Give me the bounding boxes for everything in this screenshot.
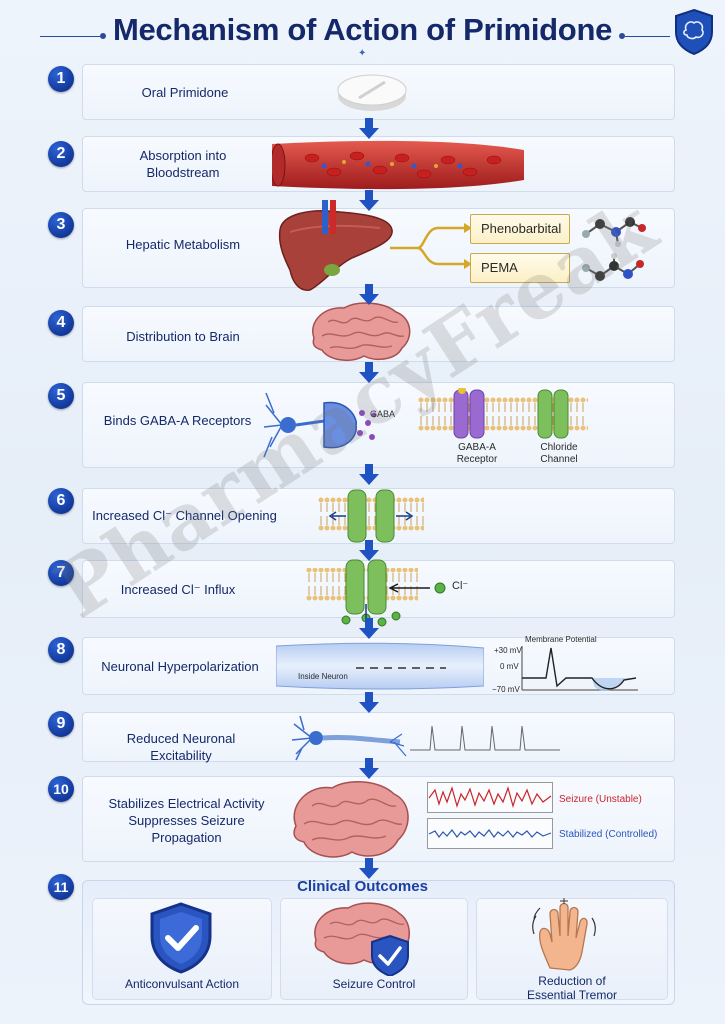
outcome-anticonvulsant-label: Anticonvulsant Action xyxy=(124,977,240,991)
step-5-label: Binds GABA-A Receptors xyxy=(103,413,252,428)
flow-arrow-2 xyxy=(359,190,379,211)
step-3-badge: 3 xyxy=(48,212,74,238)
metabolite-pema: PEMA xyxy=(470,253,570,283)
potential-tick-minus70: −70 mV xyxy=(492,685,520,694)
title-rule-right xyxy=(625,36,670,37)
brain-icon xyxy=(312,302,411,362)
step-7-badge: 7 xyxy=(48,560,74,586)
hyperpolarized-neuron-icon xyxy=(276,642,484,690)
neuron-synapse-icon xyxy=(263,392,377,458)
step-6-badge: 6 xyxy=(48,488,74,514)
flow-arrow-7 xyxy=(359,618,379,639)
potential-tick-zero: 0 mV xyxy=(500,662,519,671)
step-10-badge: 10 xyxy=(48,776,74,802)
liver-icon xyxy=(278,200,393,291)
page-title: Mechanism of Action of Primidone xyxy=(112,12,613,47)
gaba-a-receptor-label: GABA-A Receptor xyxy=(456,442,498,465)
clinical-outcomes-title: Clinical Outcomes xyxy=(297,878,428,895)
metabolism-arrows xyxy=(390,223,472,269)
step-9-label: Reduced Neuronal Excitability xyxy=(126,731,236,763)
membrane-receptor-icon xyxy=(418,388,588,440)
flow-arrow-5 xyxy=(359,464,379,485)
step-10-label: Stabilizes Electrical Activity Suppresse… xyxy=(108,796,265,845)
seizure-unstable-label: Seizure (Unstable) xyxy=(559,794,642,805)
flow-arrow-8 xyxy=(359,692,379,713)
title-rule-left xyxy=(40,36,100,37)
outcome-tremor-label: Reduction of Essential Tremor xyxy=(526,974,618,1002)
chloride-channel-label: Chloride Channel xyxy=(540,442,578,465)
flow-arrow-1 xyxy=(359,118,379,139)
inside-neuron-label: Inside Neuron xyxy=(298,672,348,681)
step-8-badge: 8 xyxy=(48,637,74,663)
chloride-influx-icon xyxy=(306,559,446,627)
step-9-badge: 9 xyxy=(48,711,74,737)
step-1-label: Oral Primidone xyxy=(141,85,229,100)
step-8-label: Neuronal Hyperpolarization xyxy=(101,659,259,674)
metabolite-phenobarbital: Phenobarbital xyxy=(470,214,570,244)
seizure-traces-plot xyxy=(427,782,553,849)
stabilized-controlled-label: Stabilized (Controlled) xyxy=(559,829,658,840)
brain-shield-icon xyxy=(314,902,410,976)
outcome-seizure-control-label: Seizure Control xyxy=(332,977,416,991)
blood-vessel-icon xyxy=(272,140,524,190)
flow-arrow-6 xyxy=(359,540,379,561)
step-3-label: Hepatic Metabolism xyxy=(125,237,241,252)
brain-stabilized-icon xyxy=(293,781,409,858)
step-6-label: Increased Cl⁻ Channel Opening xyxy=(92,508,277,523)
flow-arrow-3 xyxy=(359,284,379,305)
title-rule-right-dot xyxy=(619,33,625,39)
step-7-label: Increased Cl⁻ Influx xyxy=(120,582,236,597)
sparkle-icon: ✦ xyxy=(358,48,367,59)
chloride-ion-label: Cl⁻ xyxy=(452,580,469,592)
step-4-badge: 4 xyxy=(48,310,74,336)
membrane-potential-title: Membrane Potential xyxy=(525,635,597,644)
brain-shield-logo-icon xyxy=(675,8,713,56)
flow-arrow-4 xyxy=(359,362,379,383)
chloride-channel-open-icon xyxy=(318,489,424,543)
phenobarbital-molecule-icon xyxy=(582,217,646,247)
reduced-firing-trace xyxy=(410,725,560,751)
step-2-badge: 2 xyxy=(48,141,74,167)
membrane-potential-plot xyxy=(521,646,638,691)
potential-tick-plus30: +30 mV xyxy=(494,646,522,655)
flow-arrow-9 xyxy=(359,758,379,779)
step-4-label: Distribution to Brain xyxy=(126,329,240,344)
step-1-badge: 1 xyxy=(48,66,74,92)
step-9-row xyxy=(82,712,675,762)
title-rule-left-dot xyxy=(100,33,106,39)
step-11-badge: 11 xyxy=(48,874,74,900)
gaba-label: GABA xyxy=(370,409,396,419)
tablet-icon xyxy=(337,74,407,111)
hand-tremor-icon xyxy=(532,898,596,971)
check-shield-icon xyxy=(150,902,212,974)
step-5-badge: 5 xyxy=(48,383,74,409)
calm-neuron-icon xyxy=(291,715,407,761)
pema-molecule-icon xyxy=(582,253,644,281)
flow-arrow-10 xyxy=(359,858,379,879)
step-2-label: Absorption into Bloodstream xyxy=(139,148,227,180)
